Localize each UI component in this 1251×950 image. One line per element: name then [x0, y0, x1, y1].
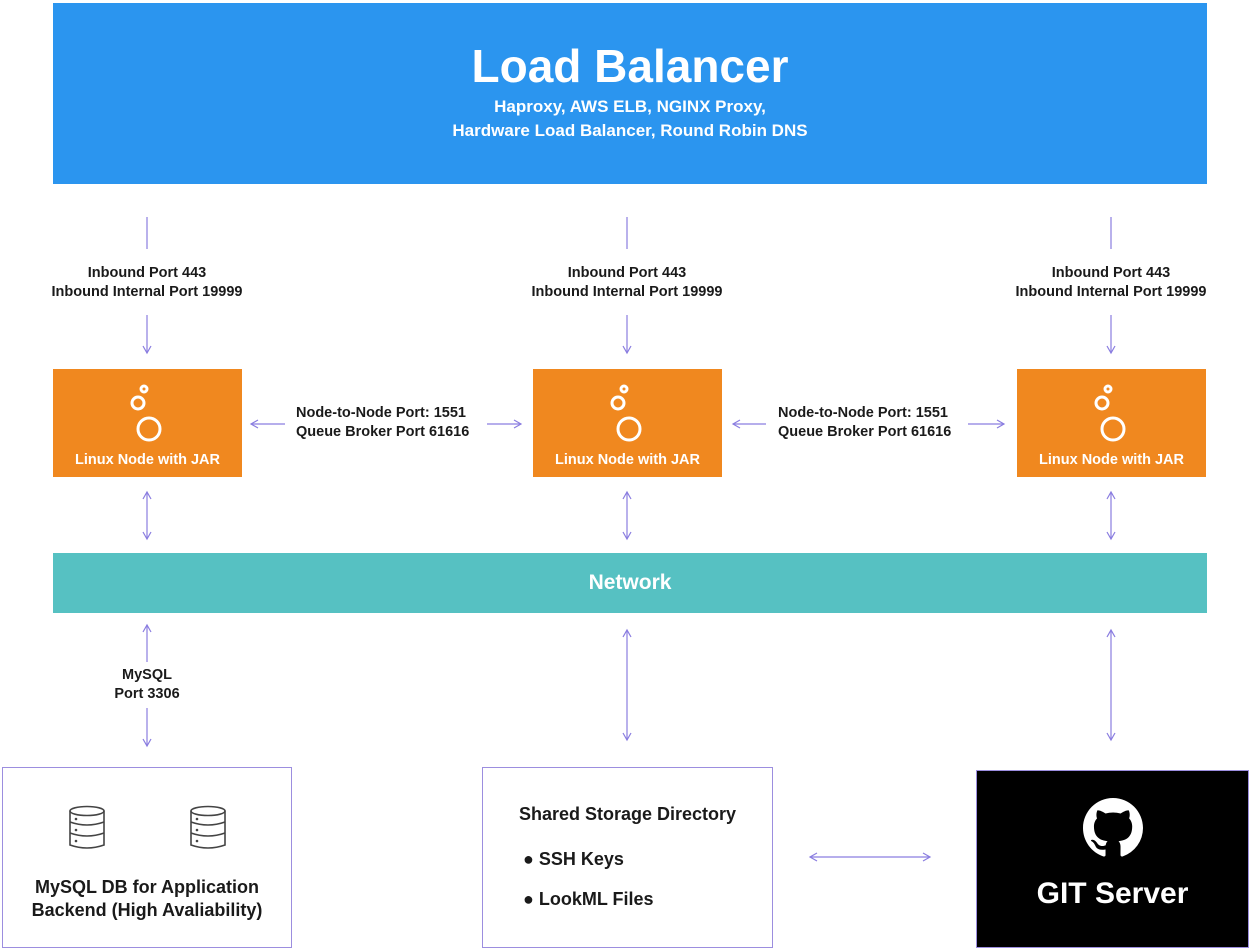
mysql-db-box: MySQL DB for Application Backend (High A…	[2, 767, 292, 948]
load-balancer-box: Load Balancer Haproxy, AWS ELB, NGINX Pr…	[53, 3, 1207, 184]
mysql-port: Port 3306	[114, 686, 180, 702]
inbound-internal-port: Inbound Internal Port 19999	[531, 284, 723, 300]
bullet-icon: ●	[523, 849, 539, 869]
shared-storage-box: Shared Storage Directory ● SSH Keys ● Lo…	[482, 767, 773, 948]
storage-item-lookml-files: ● LookML Files	[523, 889, 654, 910]
inbound-internal-port: Inbound Internal Port 19999	[1015, 284, 1207, 300]
node-label: Linux Node with JAR	[1039, 452, 1184, 468]
storage-item-ssh-keys: ● SSH Keys	[523, 849, 624, 870]
inbound-internal-port: Inbound Internal Port 19999	[51, 284, 243, 300]
database-icon	[69, 805, 105, 849]
db-label-line1: MySQL DB for Application	[34, 877, 259, 897]
looker-logo-icon	[1094, 384, 1126, 442]
node-to-node-port: Node-to-Node Port: 1551	[296, 405, 466, 421]
node-link-label-2: Node-to-Node Port: 1551 Queue Broker Por…	[778, 404, 951, 442]
database-icon	[190, 805, 226, 849]
linux-node-2: Linux Node with JAR	[533, 369, 722, 477]
load-balancer-subtitle-1: Haproxy, AWS ELB, NGINX Proxy,	[494, 97, 766, 116]
queue-broker-port: Queue Broker Port 61616	[778, 424, 952, 440]
load-balancer-title: Load Balancer	[471, 40, 789, 92]
inbound-ports-label-1: Inbound Port 443 Inbound Internal Port 1…	[17, 264, 277, 302]
storage-title: Shared Storage Directory	[518, 804, 737, 824]
node-label: Linux Node with JAR	[75, 452, 220, 468]
github-icon	[1083, 798, 1143, 857]
inbound-ports-label-3: Inbound Port 443 Inbound Internal Port 1…	[981, 264, 1241, 302]
looker-logo-icon	[610, 384, 642, 442]
storage-item-label: SSH Keys	[538, 849, 624, 869]
storage-item-label: LookML Files	[538, 889, 654, 909]
db-label-line2: Backend (High Avaliability)	[31, 900, 263, 920]
git-server-box: GIT Server	[976, 770, 1249, 948]
inbound-ports-label-2: Inbound Port 443 Inbound Internal Port 1…	[497, 264, 757, 302]
looker-logo-icon	[130, 384, 162, 442]
mysql-db-label: MySQL DB for Application Backend (High A…	[3, 876, 291, 922]
bullet-icon: ●	[523, 889, 539, 909]
load-balancer-subtitle-2: Hardware Load Balancer, Round Robin DNS	[452, 121, 808, 140]
linux-node-1: Linux Node with JAR	[53, 369, 242, 477]
inbound-port-443: Inbound Port 443	[567, 265, 687, 281]
mysql-port-label: MySQL Port 3306	[17, 666, 277, 704]
node-link-label-1: Node-to-Node Port: 1551 Queue Broker Por…	[296, 404, 469, 442]
node-to-node-port: Node-to-Node Port: 1551	[778, 405, 948, 421]
linux-node-3: Linux Node with JAR	[1017, 369, 1206, 477]
mysql-label: MySQL	[122, 667, 172, 683]
network-bar: Network	[53, 553, 1207, 613]
inbound-port-443: Inbound Port 443	[1051, 265, 1171, 281]
git-server-label: GIT Server	[1036, 877, 1189, 910]
node-label: Linux Node with JAR	[555, 452, 700, 468]
inbound-port-443: Inbound Port 443	[87, 265, 207, 281]
queue-broker-port: Queue Broker Port 61616	[296, 424, 470, 440]
